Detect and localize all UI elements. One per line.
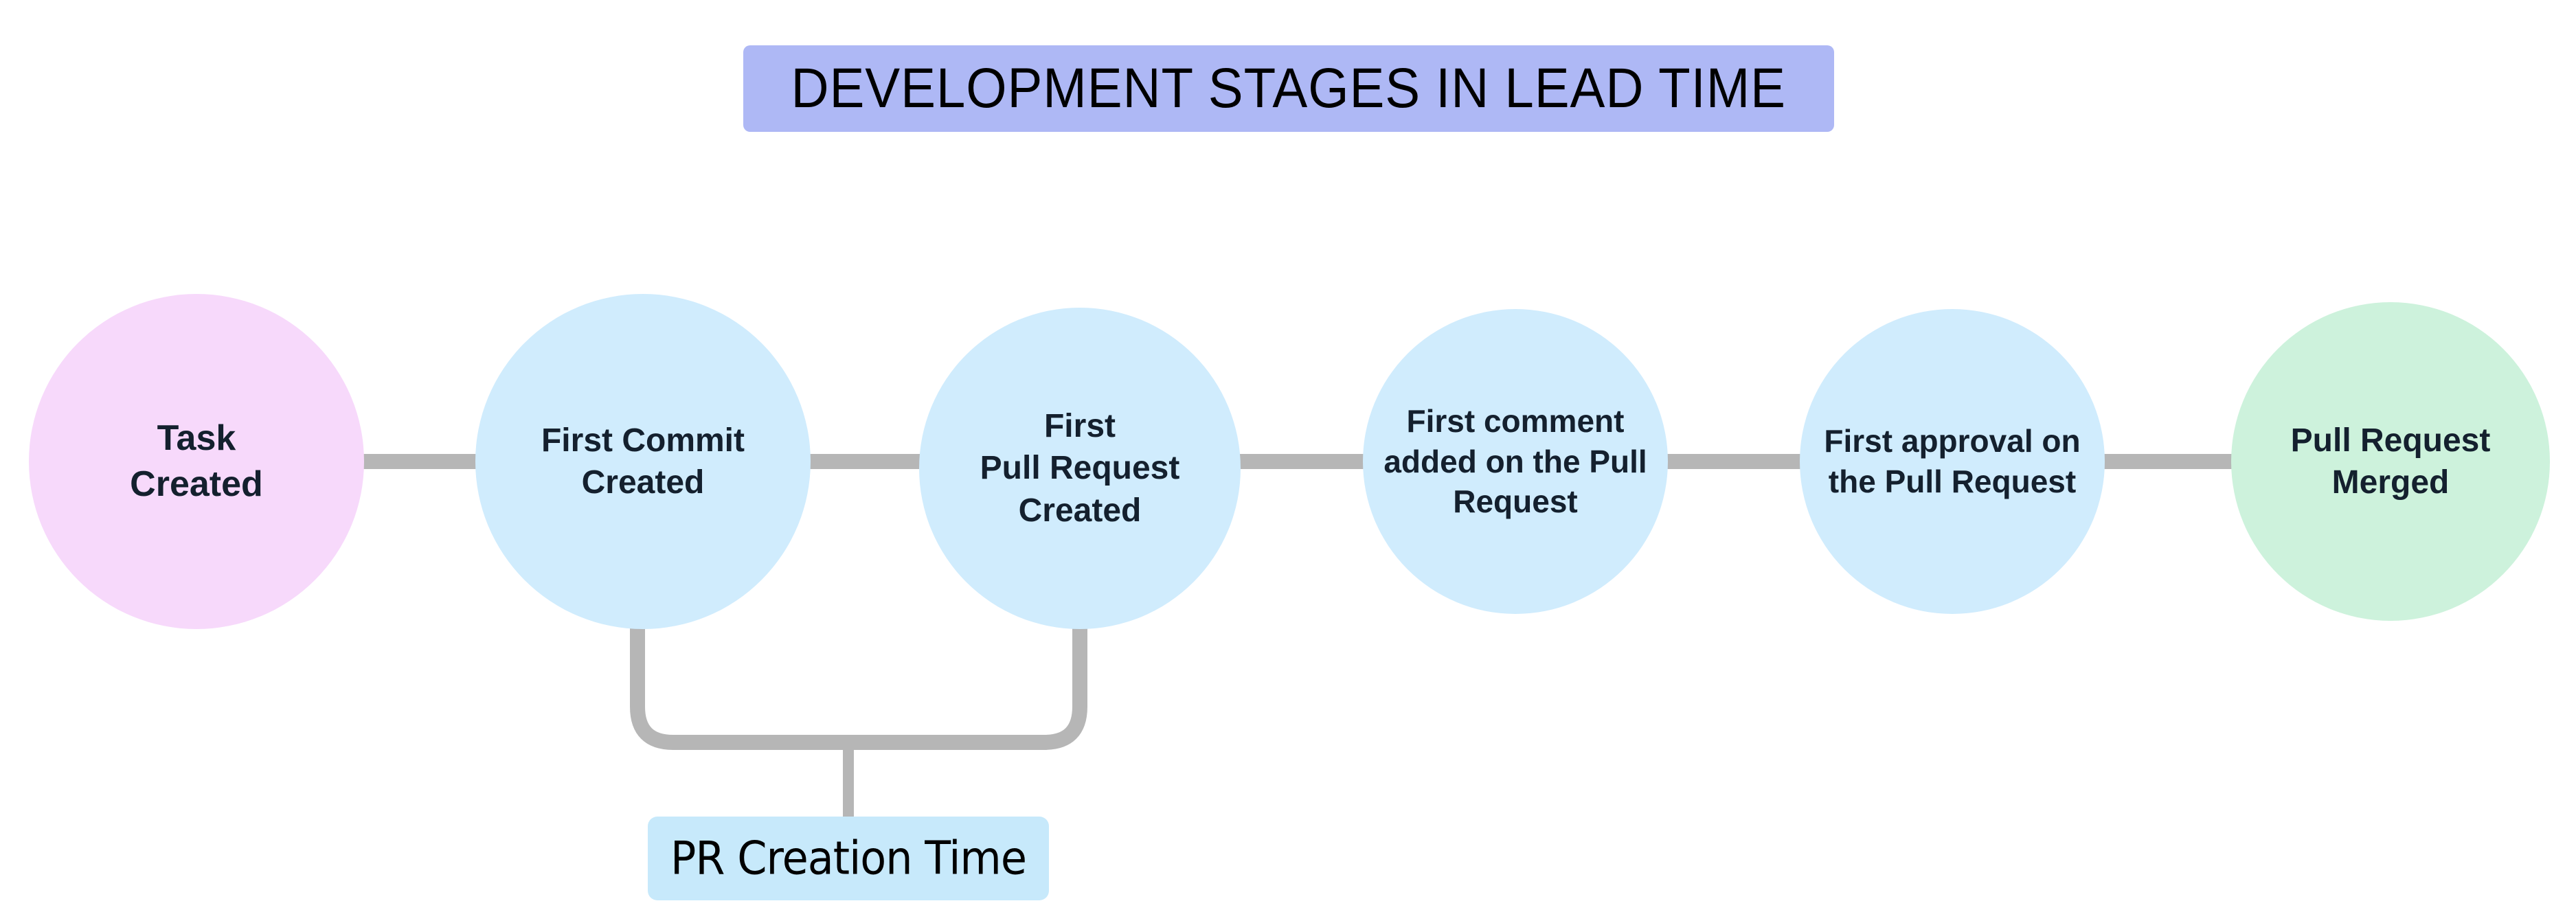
- stage-node-first-comment-added[interactable]: First comment added on the Pull Request: [1363, 309, 1668, 614]
- stage-node-task-created[interactable]: Task Created: [29, 294, 364, 629]
- stage-node-label: First approval on the Pull Request: [1824, 423, 2081, 499]
- pr-creation-time-label: PR Creation Time: [670, 831, 1027, 885]
- stage-node-pull-request-merged[interactable]: Pull Request Merged: [2231, 302, 2550, 621]
- pr-creation-time-badge: PR Creation Time: [648, 817, 1049, 900]
- diagram-title-banner: DEVELOPMENT STAGES IN LEAD TIME: [743, 45, 1834, 132]
- stage-node-label: First Commit Created: [541, 422, 745, 501]
- stage-node-label: Task Created: [130, 418, 263, 504]
- stage-node-first-approval[interactable]: First approval on the Pull Request: [1800, 309, 2105, 614]
- diagram-title-text: DEVELOPMENT STAGES IN LEAD TIME: [791, 57, 1787, 119]
- stage-node-first-commit-created[interactable]: First Commit Created: [475, 294, 811, 629]
- stage-node-label: First comment added on the Pull Request: [1383, 402, 1647, 520]
- pr-creation-bracket: [630, 626, 1087, 817]
- bracket-path: [630, 626, 1087, 750]
- stage-node-label: Pull Request Merged: [2290, 422, 2491, 501]
- stage-node-first-pull-request-created[interactable]: First Pull Request Created: [919, 308, 1241, 629]
- stage-node-label: First Pull Request Created: [980, 407, 1180, 529]
